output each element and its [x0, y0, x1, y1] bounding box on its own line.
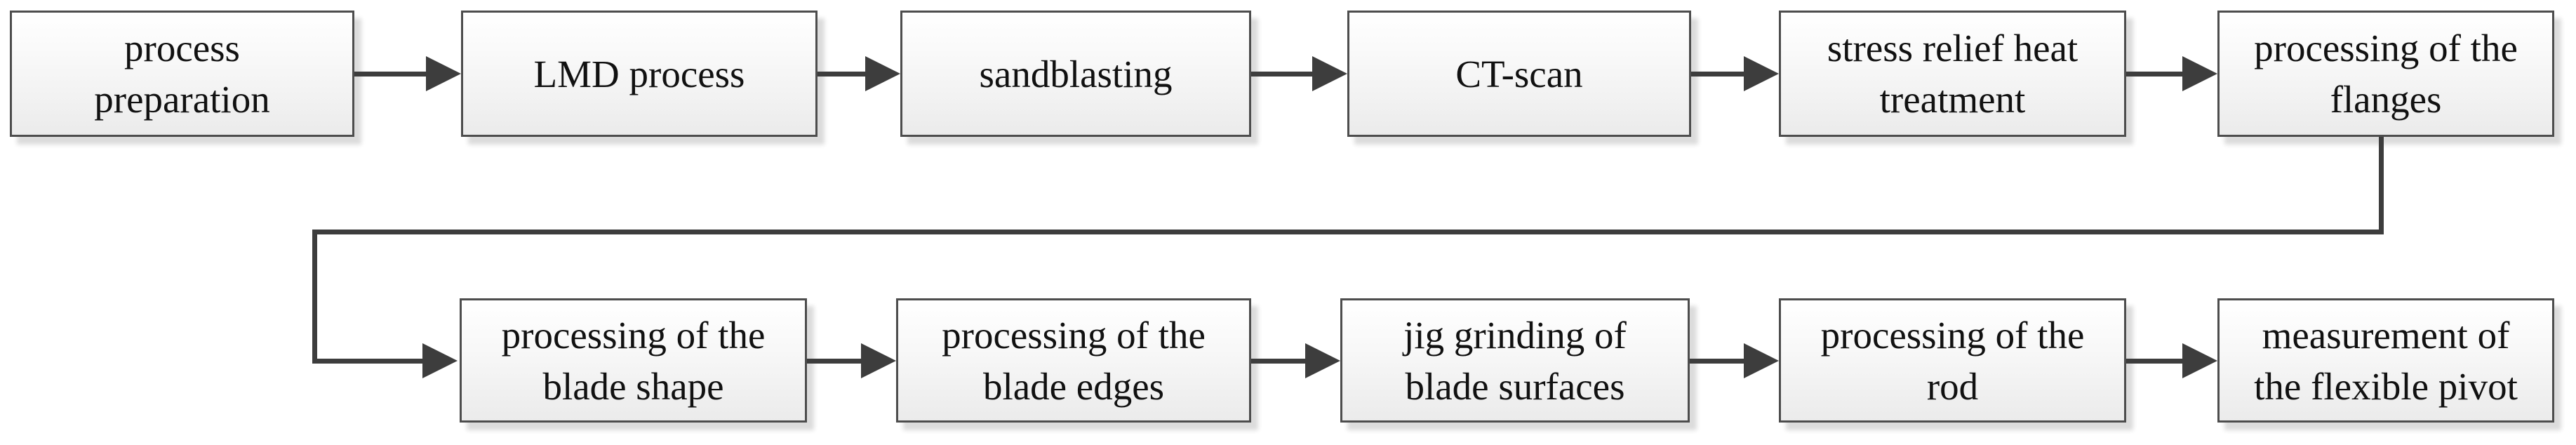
- arrow-shaft: [2126, 358, 2182, 364]
- connector-segment-right: [317, 359, 425, 364]
- flow-node-processing-of-the-blade-shape: processing of the blade shape: [460, 298, 807, 423]
- arrowhead-icon: [865, 56, 900, 91]
- arrow-shaft: [354, 71, 426, 77]
- arrow-shaft: [817, 71, 865, 77]
- connector-segment-down: [2379, 137, 2384, 234]
- arrow-jig-grinding-to-processing-of-the-rod: [1690, 343, 1779, 378]
- connector-segment-down2: [312, 230, 317, 364]
- arrow-blade-shape-to-blade-edges: [807, 343, 896, 378]
- flow-node-measurement-of-the-flexible-pivot: measurement of the flexible pivot: [2217, 298, 2554, 423]
- arrow-lmd-process-to-sandblasting: [817, 56, 900, 91]
- arrowhead-icon: [2182, 56, 2217, 91]
- arrow-ct-scan-to-stress-relief-heat-treatment: [1691, 56, 1779, 91]
- arrow-blade-edges-to-jig-grinding: [1251, 343, 1340, 378]
- arrow-stress-relief-to-processing-of-the-flanges: [2126, 56, 2217, 91]
- arrowhead-icon: [2182, 343, 2217, 378]
- arrow-shaft: [2126, 71, 2182, 77]
- flow-node-ct-scan: CT-scan: [1347, 11, 1691, 137]
- arrow-shaft: [1251, 358, 1305, 364]
- arrowhead-icon: [426, 56, 461, 91]
- flow-node-process-preparation: process preparation: [10, 11, 354, 137]
- arrowhead-icon: [1305, 343, 1340, 378]
- flow-node-processing-of-the-rod: processing of the rod: [1779, 298, 2126, 423]
- connector-segment-left: [312, 230, 2384, 234]
- flow-node-stress-relief-heat-treatment: stress relief heat treatment: [1779, 11, 2126, 137]
- arrowhead-icon: [1312, 56, 1347, 91]
- flow-node-processing-of-the-flanges: processing of the flanges: [2217, 11, 2554, 137]
- arrow-shaft: [1251, 71, 1312, 77]
- arrow-process-preparation-to-lmd-process: [354, 56, 461, 91]
- arrow-sandblasting-to-ct-scan: [1251, 56, 1347, 91]
- arrow-shaft: [807, 358, 861, 364]
- arrow-rod-to-measurement-of-the-flexible-pivot: [2126, 343, 2217, 378]
- arrow-shaft: [1690, 358, 1744, 364]
- flow-node-sandblasting: sandblasting: [900, 11, 1251, 137]
- arrow-shaft: [1691, 71, 1744, 77]
- arrowhead-icon: [422, 343, 458, 378]
- flow-node-lmd-process: LMD process: [461, 11, 817, 137]
- arrowhead-icon: [861, 343, 896, 378]
- flow-node-jig-grinding-of-blade-surfaces: jig grinding of blade surfaces: [1340, 298, 1690, 423]
- arrowhead-icon: [1744, 343, 1779, 378]
- flow-node-processing-of-the-blade-edges: processing of the blade edges: [896, 298, 1251, 423]
- arrowhead-icon: [1744, 56, 1779, 91]
